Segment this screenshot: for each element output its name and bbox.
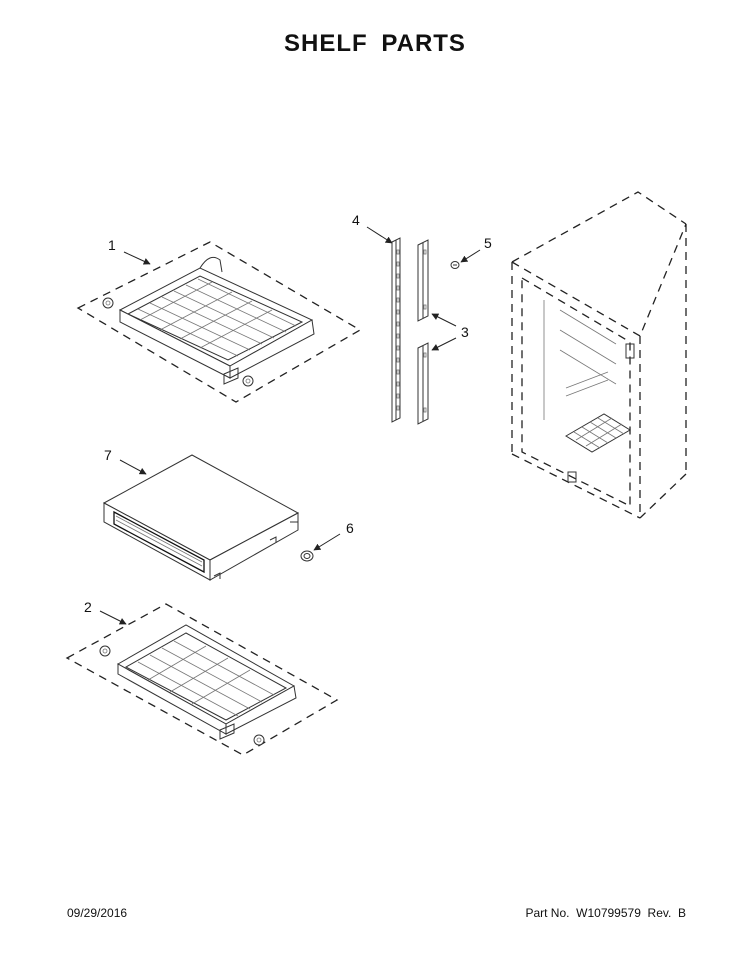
- callout-7: 7: [104, 447, 112, 463]
- callout-1: 1: [108, 237, 116, 253]
- solid-shelf-7[interactable]: [102, 454, 300, 581]
- callout-4: 4: [352, 212, 360, 228]
- callout-5: 5: [484, 235, 492, 251]
- screw-5[interactable]: [450, 261, 460, 269]
- bracket-3-upper[interactable]: [417, 239, 429, 322]
- callout-6: 6: [346, 520, 354, 536]
- bracket-3-lower[interactable]: [417, 342, 429, 425]
- callout-arrows: [99, 226, 481, 625]
- shelf-assembly-2[interactable]: [65, 603, 339, 756]
- footer-part-number: Part No. W10799579 Rev. B: [525, 906, 686, 920]
- bumper-6[interactable]: [300, 550, 314, 562]
- cabinet-reference: [511, 191, 687, 519]
- page-title: SHELF PARTS: [284, 30, 466, 57]
- callout-3: 3: [461, 324, 469, 340]
- ladder-rail-4[interactable]: [391, 237, 401, 423]
- shelf-assembly-1[interactable]: [76, 241, 362, 403]
- callout-2: 2: [84, 599, 92, 615]
- footer-date: 09/29/2016: [67, 906, 128, 920]
